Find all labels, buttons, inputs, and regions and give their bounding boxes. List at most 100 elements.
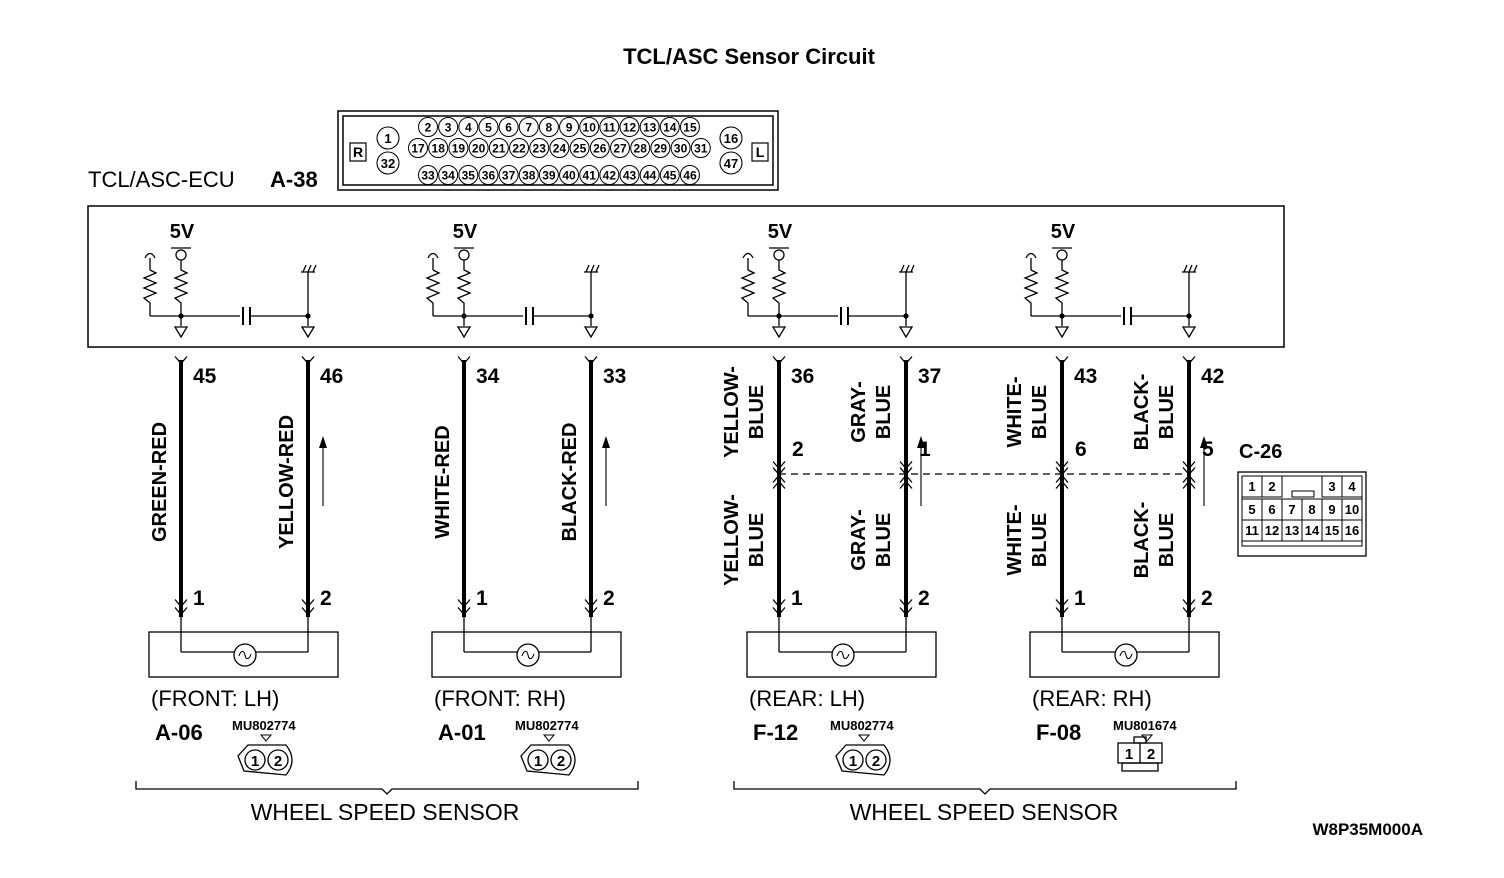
sensor-box <box>431 631 622 678</box>
ecu-pin-number: 33 <box>603 365 626 388</box>
ecu-pin-circle <box>659 165 680 185</box>
ecu-pin-circle <box>538 117 559 137</box>
chevron-down-icon <box>772 607 786 616</box>
ecu-pin-label: 5 <box>485 121 492 135</box>
c26-pin-number: 6 <box>1075 438 1087 461</box>
c26-pin-label: 7 <box>1288 502 1295 517</box>
ecu-pin-label: 42 <box>603 169 617 183</box>
ecu-pin-circle <box>549 138 570 158</box>
wire-color-label: YELLOW-BLUE <box>721 494 768 586</box>
sensor-connector-id: A-06 <box>155 720 203 745</box>
wire-color-line: YELLOW- <box>721 494 743 586</box>
ecu-pin-circle <box>579 165 600 185</box>
supply-terminal <box>458 249 470 261</box>
wire-color-label: WHITE-RED <box>432 425 454 538</box>
ecu-pin-label: 3 <box>445 121 452 135</box>
c26-pin-label: 1 <box>1248 479 1255 494</box>
chevron-down-icon <box>1055 599 1069 608</box>
chevron-down-icon <box>899 607 913 616</box>
chevron-down-icon <box>1182 461 1196 470</box>
ecu-pin-label: 17 <box>411 142 425 156</box>
chevron-up-icon <box>1182 480 1196 489</box>
ecu-pin-label: 9 <box>566 121 573 135</box>
ecu-pin-label: 18 <box>432 142 446 156</box>
wire-color-line: BLUE <box>1156 513 1178 567</box>
ecu-pin-label: 24 <box>553 142 567 156</box>
sensor-pin-number: 2 <box>603 587 615 610</box>
wire-color-label: WHITE-BLUE <box>1004 376 1051 447</box>
chevron-down-icon <box>301 607 315 616</box>
resistor-symbol <box>425 269 441 316</box>
sensor-connector-id: F-12 <box>753 720 798 745</box>
figure-code: W8P35M000A <box>1312 820 1423 839</box>
sine-wave-icon <box>238 650 252 660</box>
chevron-down-icon <box>174 356 188 365</box>
ecu-pin-circle <box>518 117 539 137</box>
wire-color-label: GRAY-BLUE <box>848 509 895 571</box>
voltage-label: 5V <box>1051 221 1076 243</box>
wire-color-line: BLACK- <box>1131 502 1153 579</box>
chevron-down-icon <box>174 599 188 608</box>
ecu-pin-circle <box>458 165 479 185</box>
wire-color-line: BLUE <box>746 513 768 567</box>
ecu-pin-circle <box>610 138 630 158</box>
ecu-pin-label: 11 <box>603 121 616 135</box>
ecu-pin-label: 31 <box>694 142 708 156</box>
ecu-pin-label: 4 <box>465 121 472 135</box>
ecu-pin-label: 43 <box>623 169 637 183</box>
ecu-pin-circle <box>690 138 711 158</box>
ecu-pin-circle <box>438 117 459 137</box>
supply-terminal <box>1056 249 1068 261</box>
voltage-label: 5V <box>170 221 195 243</box>
sensor-pin-number: 2 <box>918 587 930 610</box>
chassis-ground-icon <box>899 264 915 273</box>
resistor-symbol <box>740 269 756 316</box>
sensor-position-label: (REAR: LH) <box>749 686 865 711</box>
ecu-pin-circle <box>639 165 660 185</box>
ecu-pin-label: 39 <box>542 169 556 183</box>
ecu-pin-label: 7 <box>525 121 532 135</box>
c26-pin-cell <box>1261 475 1283 498</box>
key-marker-icon <box>259 734 273 742</box>
c26-pin-label: 8 <box>1308 502 1315 517</box>
ecu-pin-label: 46 <box>683 169 697 183</box>
c26-pin-number: 2 <box>792 438 804 461</box>
ecu-pin-number: 42 <box>1201 365 1224 388</box>
ecu-pin-label: 28 <box>634 142 648 156</box>
connector-face-pin: 2 <box>274 753 282 770</box>
chevron-down-icon <box>772 356 786 365</box>
arrowhead-icon <box>602 436 610 448</box>
ecu-pin-label: 35 <box>462 169 476 183</box>
ecu-pin-label: 19 <box>452 142 466 156</box>
c26-pin-label: 5 <box>1248 502 1255 517</box>
resistor-symbol <box>1054 260 1070 316</box>
chevron-up-icon <box>899 474 913 483</box>
ecu-pin-circle <box>376 151 400 175</box>
ecu-pin-circle <box>679 165 700 185</box>
wire-color-line: GREEN-RED <box>149 422 171 542</box>
ecu-pin-circle <box>428 138 449 158</box>
wire-color-line: GRAY- <box>848 509 870 571</box>
ecu-pin-label: 27 <box>613 142 627 156</box>
connector-face-pin: 1 <box>849 753 857 770</box>
c26-pin-label: 4 <box>1348 479 1356 494</box>
wire-color-line: BLUE <box>873 385 895 439</box>
c26-pin-label: 13 <box>1285 523 1299 538</box>
ecu-pin-circle <box>448 138 469 158</box>
connector-marker-l: L <box>756 144 765 160</box>
sensor-part-number: MU801674 <box>1113 718 1177 733</box>
voltage-label: 5V <box>768 221 793 243</box>
c26-connector-id: C-26 <box>1239 441 1282 463</box>
ecu-pin-number: 45 <box>193 365 217 388</box>
round-connector-icon <box>835 744 891 776</box>
chevron-down-icon <box>1055 607 1069 616</box>
ecu-pin-circle <box>478 117 499 137</box>
sensor-part-number: MU802774 <box>515 718 579 733</box>
ecu-pin-label: 25 <box>573 142 587 156</box>
connector-face-pin-circle <box>865 749 887 771</box>
wire-color-line: GRAY- <box>848 381 870 443</box>
ecu-pin-label: 10 <box>583 121 597 135</box>
